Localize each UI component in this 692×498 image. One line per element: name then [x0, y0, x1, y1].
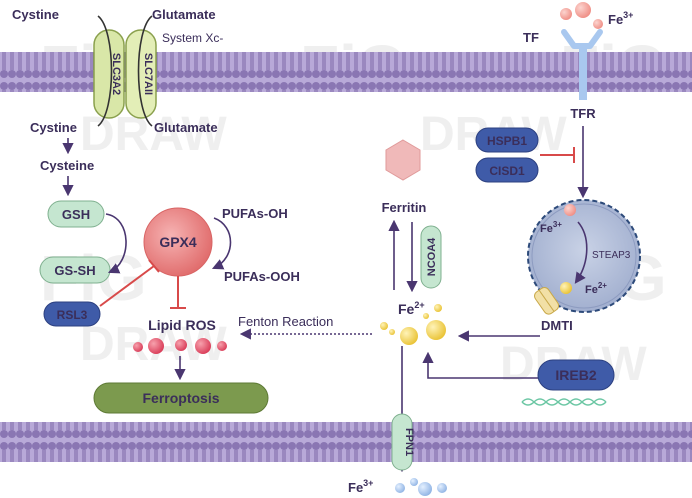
- glutamate-extracellular: Glutamate: [152, 7, 216, 22]
- rsl3-label: RSL3: [57, 308, 88, 322]
- ros-ball: [217, 341, 227, 351]
- rsl3-inhibit-bar: [148, 259, 160, 273]
- rsl3-pill: [43, 301, 101, 327]
- slc3a2-protein: [93, 29, 125, 119]
- gssh-label: GS-SH: [54, 263, 95, 278]
- fe2-ball: [560, 282, 572, 294]
- ros-ball: [148, 338, 164, 354]
- fe2-ball: [423, 313, 429, 319]
- tfr-stalk: [579, 46, 587, 100]
- fpn1-label: FPN1: [403, 428, 415, 456]
- fe2-pool-particles: [380, 304, 446, 345]
- lipid-ros-label: Lipid ROS: [148, 317, 216, 333]
- fe2-ball: [380, 322, 388, 330]
- glutamate-transport-arrow: [137, 15, 153, 127]
- ferritin-hexagon: [385, 139, 421, 181]
- endosome-inner: [531, 203, 637, 309]
- slc3a2-label: SLC3A2: [110, 53, 122, 95]
- arrow-gsh-gssh: [105, 213, 127, 274]
- ferroptosis-pill: [93, 382, 269, 414]
- pufas-ooh-label: PUFAs-OOH: [224, 269, 300, 284]
- cystine-extracellular: Cystine: [12, 7, 59, 22]
- endosome-fe3-label: Fe3+: [540, 220, 562, 235]
- tfr-label: TFR: [570, 106, 596, 121]
- arrow-steap3: [574, 221, 588, 284]
- arrow-pufas: [211, 217, 232, 270]
- dmti-label: DMTI: [541, 318, 573, 333]
- system-xc-transporter: SLC3A2 SLC7AII: [93, 15, 157, 127]
- hspb1-pill: [475, 127, 539, 153]
- fe2-ball: [389, 329, 395, 335]
- fe2-ball: [426, 320, 446, 340]
- ros-ball: [175, 339, 187, 351]
- cystine-transport-arrow: [97, 15, 113, 127]
- tf-label: TF: [523, 30, 539, 45]
- slc7a11-label: SLC7AII: [142, 53, 154, 95]
- system-xc-label: System Xc-: [162, 31, 223, 45]
- steap3-label: STEAP3: [592, 250, 631, 261]
- ireb2-pill: [537, 359, 615, 391]
- hspb1-label: HSPB1: [487, 134, 527, 148]
- bottom-membrane: [0, 422, 692, 462]
- endosome: [527, 199, 641, 313]
- gpx4-label: GPX4: [159, 234, 197, 250]
- cystine-intracellular: Cystine: [30, 120, 77, 135]
- ros-ball: [195, 338, 211, 354]
- slc7a11-protein: [125, 29, 157, 119]
- dmti-channel: [534, 287, 560, 315]
- ros-particles: [133, 338, 227, 354]
- gsh-label: GSH: [62, 207, 90, 222]
- fe3-ball: [437, 483, 447, 493]
- tf-ball: [593, 19, 603, 29]
- fpn1-pill: [391, 413, 413, 471]
- fe3-ball: [418, 482, 432, 496]
- fe3-ball: [410, 478, 418, 486]
- cisd1-pill: [475, 157, 539, 183]
- arrow-ireb2-fe2: [422, 351, 538, 379]
- ireb2-label: IREB2: [555, 367, 596, 383]
- fe3-ball: [564, 204, 576, 216]
- ferroptosis-label: Ferroptosis: [142, 390, 219, 406]
- dna-helix: [521, 398, 607, 406]
- tf-ball: [575, 2, 591, 18]
- fe3-particles: [395, 478, 447, 496]
- ferritin-label: Ferritin: [382, 200, 427, 215]
- fe3-bottom-label: Fe3+: [348, 478, 373, 495]
- glutamate-intracellular: Glutamate: [154, 120, 218, 135]
- ros-ball: [133, 342, 143, 352]
- fe2-ball: [400, 327, 418, 345]
- gsh-pill: [47, 200, 105, 228]
- fe3-top-label: Fe3+: [608, 10, 633, 27]
- cysteine-label: Cysteine: [40, 158, 94, 173]
- transferrin-receptor: [560, 2, 603, 100]
- endosome-fe2-label: Fe2+: [585, 281, 607, 296]
- fe3-ball: [395, 483, 405, 493]
- cisd1-label: CISD1: [489, 164, 525, 178]
- fe2-ball: [434, 304, 442, 312]
- pufas-oh-label: PUFAs-OH: [222, 206, 288, 221]
- fe2-pool-label: Fe2+: [398, 300, 425, 317]
- tf-ball: [560, 8, 572, 20]
- rsl3-inhibit-line: [99, 265, 155, 307]
- fenton-label: Fenton Reaction: [238, 314, 333, 329]
- ncoa4-label: NCOA4: [426, 237, 438, 276]
- ncoa4-pill: [420, 225, 442, 289]
